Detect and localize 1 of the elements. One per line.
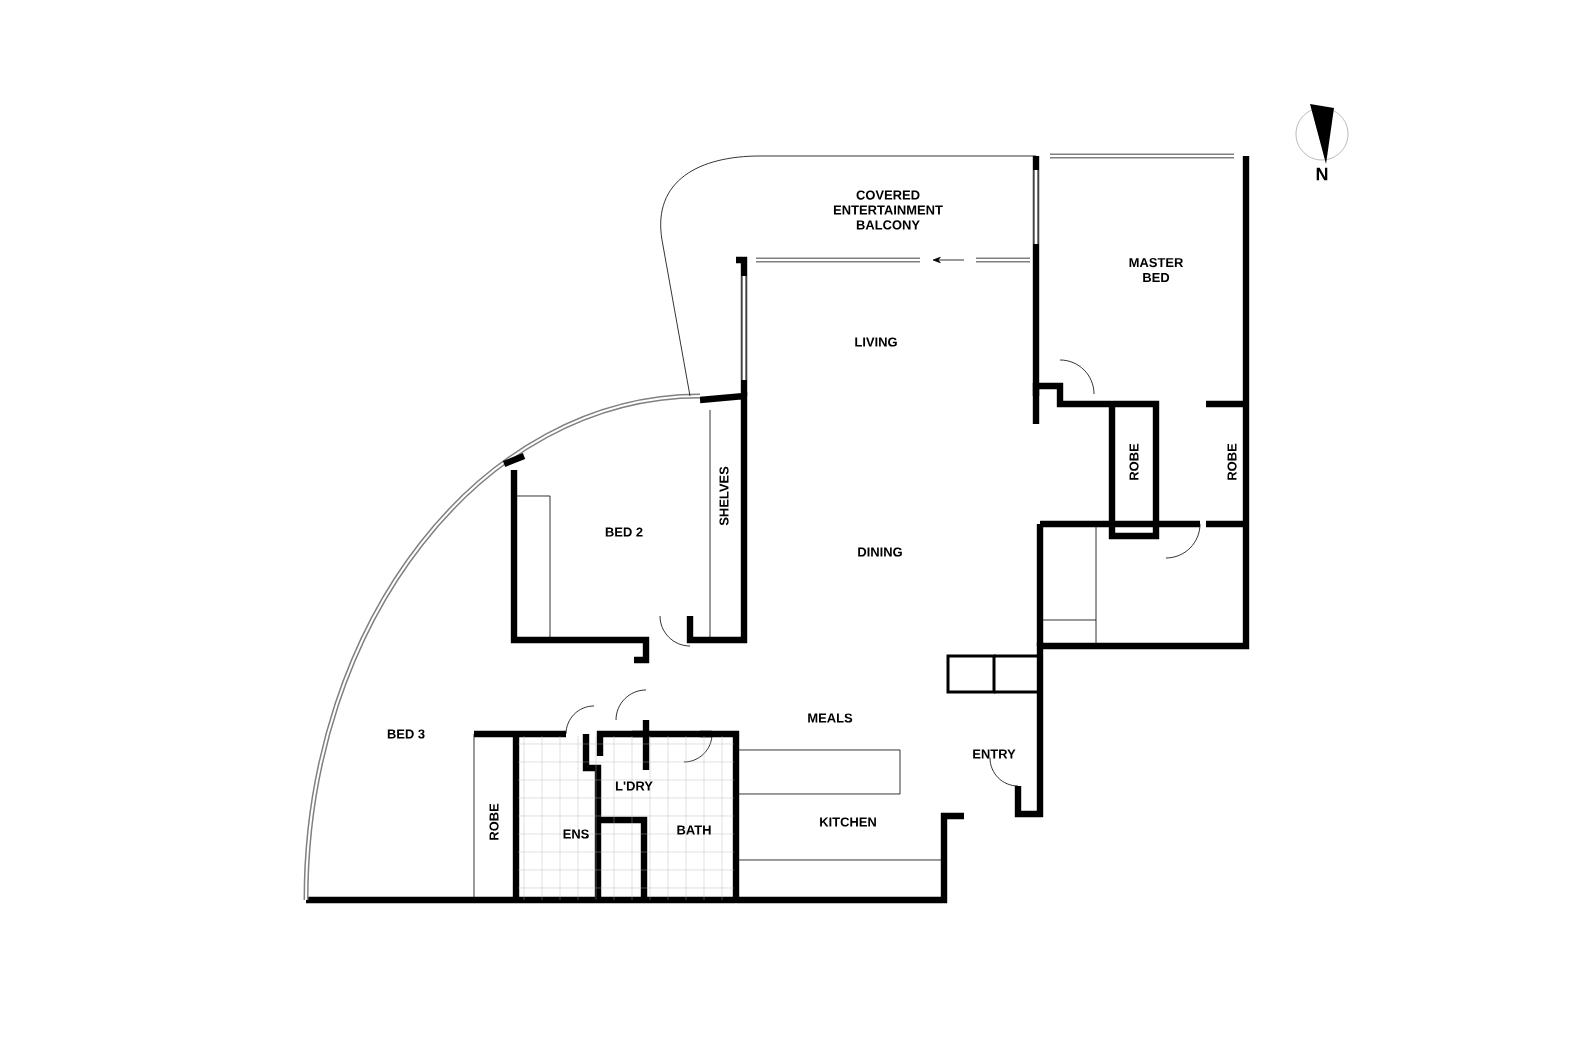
compass-letter: N xyxy=(1316,167,1328,181)
